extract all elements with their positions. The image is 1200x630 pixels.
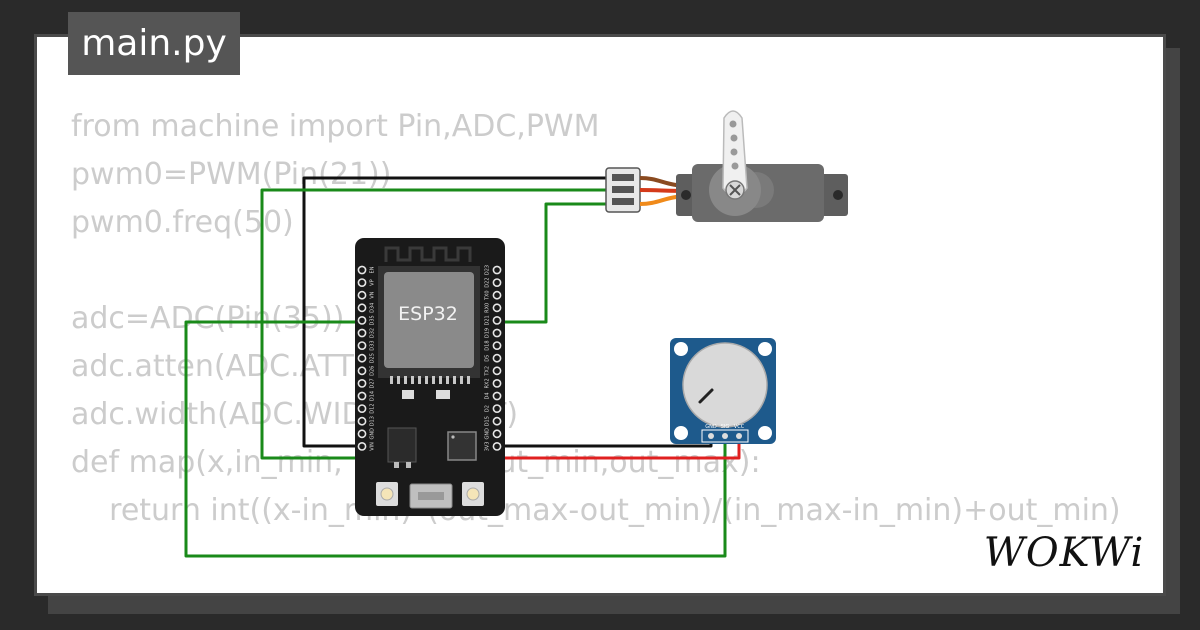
wire-green-servo-vin[interactable]	[260, 188, 612, 460]
esp32-pin-label: D25	[370, 353, 376, 363]
esp32-pin-label: TX2	[485, 366, 491, 377]
esp32-pin-3v3[interactable]	[492, 441, 502, 451]
esp32-pin-label: D4	[485, 392, 491, 399]
esp32-pin-d12[interactable]	[357, 404, 367, 413]
esp32-regulator	[387, 427, 417, 463]
esp32-pin-label: TX0	[485, 290, 491, 301]
code-line: while True:	[71, 583, 1121, 593]
esp32-pin-d26[interactable]	[357, 366, 367, 376]
esp32-pin-label: RX0	[485, 303, 491, 313]
code-line: from machine import Pin,ADC,PWM	[71, 109, 600, 144]
pot-label-sig: SIG	[721, 424, 730, 430]
esp32-pin-label: D13	[370, 416, 376, 426]
esp32-pin-d32[interactable]	[357, 328, 367, 338]
esp32-pin-rx2[interactable]	[492, 378, 502, 388]
esp32-pin-d18[interactable]	[492, 341, 502, 350]
esp32-pin-label: 3V3	[485, 442, 491, 452]
esp32-pin-label: GND	[485, 428, 491, 440]
esp32-pin-vin[interactable]	[357, 441, 367, 451]
esp32-pin-label: VIN	[370, 442, 376, 451]
esp32-pin-label: VP	[370, 279, 376, 285]
esp32-pin-d25[interactable]	[357, 353, 367, 363]
esp32-pin-d2[interactable]	[492, 404, 502, 413]
esp32-pin-d14[interactable]	[357, 391, 367, 401]
esp32-pin-gnd[interactable]	[492, 429, 502, 439]
file-tab-main-py[interactable]: main.py	[68, 12, 240, 75]
pot-label-gnd: GND	[705, 424, 717, 430]
esp32-pin-d13[interactable]	[357, 416, 367, 426]
esp32-pin-tx2[interactable]	[492, 366, 502, 376]
wokwi-logo-text: WOKWi	[984, 530, 1145, 576]
esp32-pin-label: D23	[485, 265, 491, 275]
en-button[interactable]	[376, 482, 398, 506]
esp32-pin-label: D14	[370, 391, 376, 401]
potentiometer[interactable]: GND SIG VCC	[670, 338, 776, 444]
esp32-pin-label: VN	[370, 291, 376, 298]
esp32-pin-d15[interactable]	[492, 416, 502, 426]
esp32-pin-d35[interactable]	[357, 315, 367, 325]
pot-label-vcc: VCC	[734, 424, 745, 430]
esp32-pin-d5[interactable]	[492, 353, 502, 363]
esp32-pin-d33[interactable]	[357, 341, 367, 350]
esp32-pin-label: D26	[370, 366, 376, 376]
esp32-pin-label: D34	[370, 303, 376, 313]
esp32-chip	[384, 272, 474, 368]
esp32-pin-label: RX2	[485, 378, 491, 388]
wokwi-logo: WOKWi	[984, 530, 1145, 576]
esp32-pin-label: GND	[370, 428, 376, 440]
esp32-pin-d23[interactable]	[492, 265, 502, 275]
esp32-pin-label: EN	[370, 266, 376, 273]
pot-pin-gnd[interactable]	[708, 433, 714, 439]
pot-knob[interactable]	[682, 342, 768, 428]
esp32-pin-label: D22	[485, 277, 491, 287]
esp32-pin-d4[interactable]	[492, 391, 502, 401]
servo-motor[interactable]	[605, 110, 848, 222]
esp32-pin-label: D33	[370, 340, 376, 350]
wire-green-pot-sig[interactable]	[184, 320, 727, 558]
esp32-pin-label: D19	[485, 328, 491, 338]
esp32-pin-vp[interactable]	[357, 278, 367, 287]
esp32-module-pads	[390, 376, 470, 384]
esp32-pin-vn[interactable]	[357, 290, 367, 300]
esp32-pin-d34[interactable]	[357, 303, 367, 313]
esp32-pin-label: D15	[485, 416, 491, 426]
pot-pin-sig[interactable]	[722, 433, 728, 439]
esp32-chip-label: ESP32	[398, 303, 458, 325]
esp32-pin-en[interactable]	[357, 265, 367, 275]
esp32-pin-label: D27	[370, 378, 376, 388]
esp32-pin-label: D12	[370, 403, 376, 413]
esp32-pin-d21[interactable]	[492, 315, 502, 325]
code-line: pwm0=PWM(Pin(21))	[71, 157, 392, 192]
pot-pin-vcc[interactable]	[736, 433, 742, 439]
esp32-pin-d27[interactable]	[357, 378, 367, 388]
code-line: adc=ADC(Pin(35))	[71, 301, 345, 336]
esp32-pin-label: D35	[370, 315, 376, 325]
esp32-pin-label: D18	[485, 340, 491, 350]
esp32-antenna	[384, 246, 472, 262]
code-line: pwm0.freq(50)	[71, 205, 294, 240]
esp32-pin-label: D5	[485, 355, 491, 362]
esp32-pin-gnd[interactable]	[357, 429, 367, 439]
wire-green-servo-signal[interactable]	[498, 202, 612, 324]
pot-knob-indicator	[698, 388, 714, 404]
esp32-pin-rx0[interactable]	[492, 303, 502, 313]
esp32-pin-d22[interactable]	[492, 278, 502, 287]
wire-black-servo-gnd[interactable]	[302, 176, 612, 448]
esp32-pin-d19[interactable]	[492, 328, 502, 338]
simulation-canvas[interactable]: from machine import Pin,ADC,PWM pwm0=PWM(…	[34, 34, 1166, 596]
esp32-pin-tx0[interactable]	[492, 290, 502, 300]
boot-button[interactable]	[462, 482, 484, 506]
esp32-pin-label: D21	[485, 315, 491, 325]
esp32-pin-label: D32	[370, 328, 376, 338]
esp32-pin-label: D2	[485, 405, 491, 412]
